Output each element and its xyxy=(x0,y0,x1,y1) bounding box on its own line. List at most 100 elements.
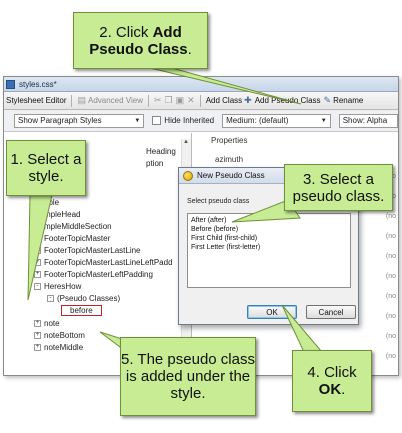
property-value: (no xyxy=(385,213,396,220)
toolbar-divider xyxy=(199,94,201,107)
stylesheet-editor-label: Stylesheet Editor xyxy=(6,96,67,105)
add-pseudo-class-button[interactable]: Add Pseudo Class xyxy=(255,96,321,105)
tree-item[interactable]: + noteBottom xyxy=(34,331,85,340)
property-value: (no xyxy=(385,313,396,320)
advanced-view-button[interactable]: ▤ Advanced View xyxy=(77,95,143,106)
property-value: (no xyxy=(385,233,396,240)
property-value: (no xyxy=(385,353,396,360)
callout-step-1-text: 1. Select a style. xyxy=(10,151,82,185)
tree-item-label: mpleHead xyxy=(44,210,81,219)
dialog-title: New Pseudo Class xyxy=(197,171,265,180)
tree-item-label: (Pseudo Classes) xyxy=(57,294,121,303)
callout-step-2: 2. Click Add Pseudo Class. xyxy=(73,12,208,69)
expand-icon[interactable]: + xyxy=(34,271,41,278)
copy-icon[interactable]: ❐ xyxy=(164,95,173,105)
tree-item[interactable]: + noteMiddle xyxy=(34,343,83,352)
chevron-down-icon: ▼ xyxy=(320,117,327,124)
expand-icon[interactable]: + xyxy=(34,211,41,218)
tree-item-label: noteBottom xyxy=(44,331,85,340)
tree-item-label: FooterTopicMasterLastLine xyxy=(44,246,141,255)
tree-item-label: mpleMiddleSection xyxy=(44,222,112,231)
expand-icon[interactable]: + xyxy=(34,235,41,242)
property-value: (no xyxy=(385,293,396,300)
ok-button[interactable]: OK xyxy=(247,305,297,319)
show-alpha-value: Show: Alpha xyxy=(342,116,388,125)
list-item[interactable]: First Child (first-child) xyxy=(191,235,258,242)
tree-item[interactable]: + FooterTopicMasterLastLine xyxy=(34,246,141,255)
tree-item-label: note xyxy=(44,319,60,328)
expand-icon[interactable]: + xyxy=(34,247,41,254)
tree-item[interactable]: + nple xyxy=(34,198,59,207)
scroll-up-icon[interactable]: ▲ xyxy=(183,139,189,145)
tree-item-hereshow[interactable]: - HeresHow xyxy=(34,282,81,291)
window-title: styles.css* xyxy=(19,79,57,89)
rename-button[interactable]: ✎ Rename xyxy=(324,95,364,106)
expand-icon[interactable]: + xyxy=(34,223,41,230)
advanced-view-label: Advanced View xyxy=(88,96,143,105)
medium-dropdown[interactable]: Medium: (default) ▼ xyxy=(222,113,331,128)
filter-bar: Show Paragraph Styles ▼ Hide Inherited M… xyxy=(4,110,398,132)
tree-item-label: HeresHow xyxy=(44,282,82,291)
checkbox-box[interactable] xyxy=(152,116,162,125)
hide-inherited-checkbox[interactable]: Hide Inherited xyxy=(152,116,214,125)
tree-item[interactable]: Heading xyxy=(146,147,176,156)
before-pseudo-class-label: before xyxy=(61,305,102,316)
tree-item-label: FooterTopicMasterLastLineLeftPadd xyxy=(44,258,173,267)
properties-header: Properties xyxy=(211,136,248,145)
tree-item-label: ption xyxy=(146,159,164,168)
add-class-icon: ✚ xyxy=(244,95,252,105)
expand-icon[interactable]: + xyxy=(34,332,41,339)
property-value: (no xyxy=(385,273,396,280)
tree-item-label: FooterTopicMasterLeftPadding xyxy=(44,270,153,279)
document-icon xyxy=(6,79,15,89)
collapse-icon[interactable]: - xyxy=(47,295,54,302)
tree-item[interactable]: ption xyxy=(146,159,163,168)
medium-value: Medium: (default) xyxy=(226,116,289,125)
callout-step-4-text: 4. Click OK. xyxy=(307,364,357,398)
tree-item[interactable]: + FooterTopicMasterLastLineLeftPadd xyxy=(34,258,173,267)
property-value: (no xyxy=(385,253,396,260)
list-item[interactable]: After (after) xyxy=(191,217,227,224)
expand-icon[interactable]: + xyxy=(34,320,41,327)
show-styles-dropdown[interactable]: Show Paragraph Styles ▼ xyxy=(14,113,145,128)
tree-item-label: Heading xyxy=(146,147,176,156)
callout-step-3-text: 3. Select a pseudo class. xyxy=(292,170,385,205)
expand-icon[interactable]: + xyxy=(34,344,41,351)
tree-item[interactable]: + mpleHead xyxy=(34,210,80,219)
add-class-button[interactable]: Add Class ✚ xyxy=(206,95,252,106)
paste-icon[interactable]: ▣ xyxy=(175,95,185,105)
callout-step-1: 1. Select a style. xyxy=(6,140,86,196)
expand-icon[interactable]: + xyxy=(34,199,41,206)
property-row[interactable]: azimuth xyxy=(215,155,244,164)
tree-item-label: FooterTopicMaster xyxy=(44,234,111,243)
toolbar-divider xyxy=(148,94,149,107)
show-alpha-dropdown[interactable]: Show: Alpha xyxy=(338,113,398,128)
add-class-label: Add Class xyxy=(205,96,243,105)
tree-item-before[interactable]: before xyxy=(61,305,102,316)
pseudo-class-list[interactable]: After (after) Before (before) First Chil… xyxy=(187,213,351,288)
expand-icon[interactable]: + xyxy=(34,259,41,266)
hide-inherited-label: Hide Inherited xyxy=(164,116,215,125)
tree-item[interactable]: + note xyxy=(34,319,60,328)
callout-step-3: 3. Select a pseudo class. xyxy=(284,164,393,211)
list-item[interactable]: First Letter (first-letter) xyxy=(191,244,261,251)
rename-icon: ✎ xyxy=(323,95,332,105)
rename-label: Rename xyxy=(333,96,364,105)
tree-item[interactable]: + FooterTopicMaster xyxy=(34,234,110,243)
callout-step-4: 4. Click OK. xyxy=(292,350,372,412)
list-item[interactable]: Before (before) xyxy=(191,226,239,233)
cancel-button[interactable]: Cancel xyxy=(306,305,356,319)
tree-item[interactable]: + FooterTopicMasterLeftPadding xyxy=(34,270,153,279)
callout-step-5-text: 5. The pseudo class is added under the s… xyxy=(121,351,255,402)
add-pseudo-class-label: Add Pseudo Class xyxy=(254,96,321,105)
property-value: (no xyxy=(385,333,396,340)
delete-icon[interactable]: ✕ xyxy=(187,95,195,105)
collapse-icon[interactable]: - xyxy=(34,283,41,290)
tree-item[interactable]: + mpleMiddleSection xyxy=(34,222,112,231)
cut-icon[interactable]: ✂ xyxy=(154,95,162,105)
callout-step-2-text: 2. Click Add Pseudo Class. xyxy=(89,23,192,58)
show-styles-value: Show Paragraph Styles xyxy=(18,116,102,125)
callout-step-5: 5. The pseudo class is added under the s… xyxy=(120,337,256,416)
tree-item-pseudo-classes[interactable]: - (Pseudo Classes) xyxy=(47,294,120,303)
title-bar: styles.css* xyxy=(4,77,398,92)
